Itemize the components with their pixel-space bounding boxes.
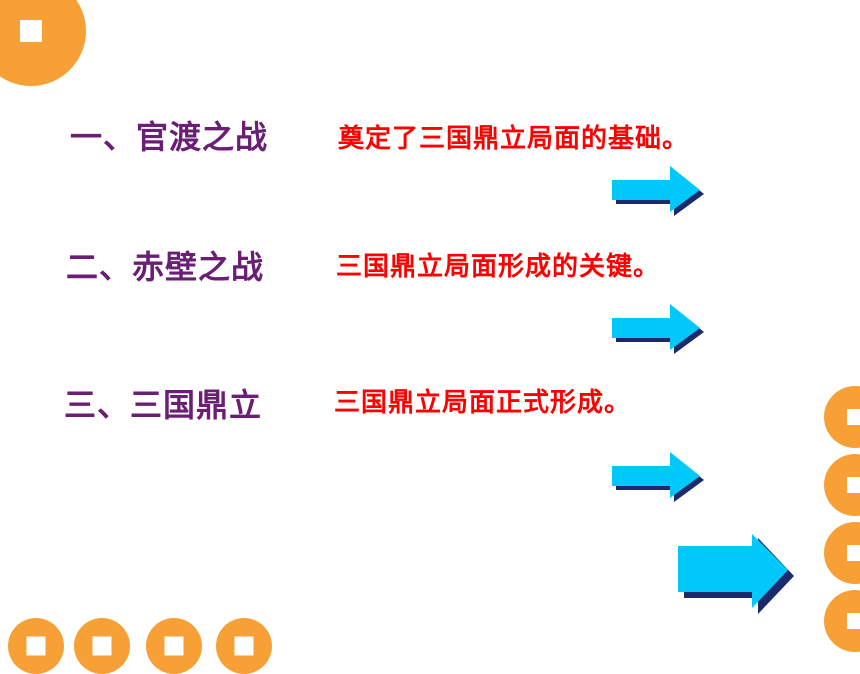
bottom-coin-icon-4 <box>216 618 272 674</box>
right-arrow-icon-3[interactable] <box>612 452 706 504</box>
right-coin-icon-1 <box>824 386 860 448</box>
bottom-coin-icon-1 <box>8 618 64 674</box>
right-coin-icon-3 <box>824 522 860 584</box>
bottom-coin-icon-2 <box>74 618 130 674</box>
right-coin-icon-2 <box>824 454 860 516</box>
right-arrow-icon-2[interactable] <box>612 304 706 356</box>
right-arrow-icon-4[interactable] <box>678 534 798 616</box>
right-arrow-icon-1[interactable] <box>612 166 706 218</box>
right-coin-icon-4 <box>824 590 860 652</box>
title-guandu: 一、官渡之战 <box>70 118 269 156</box>
desc-chibi: 三国鼎立局面形成的关键。 <box>336 252 661 282</box>
title-sanguo: 三、三国鼎立 <box>64 386 263 424</box>
bottom-coin-icon-3 <box>146 618 202 674</box>
corner-coin-icon <box>0 0 86 86</box>
desc-sanguo: 三国鼎立局面正式形成。 <box>334 388 632 418</box>
title-chibi: 二、赤壁之战 <box>66 248 265 286</box>
desc-guandu: 奠定了三国鼎立局面的基础。 <box>338 124 690 154</box>
